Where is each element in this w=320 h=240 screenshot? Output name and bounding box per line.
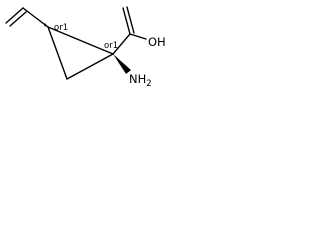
hydroxyl-bond: [129, 33, 147, 40]
amino-label: NH2: [129, 72, 152, 89]
ring-bond-c2-c1: [47, 26, 114, 55]
molecule-diagram: or1 or1 OH NH2: [5, 6, 166, 89]
structure-canvas: or1 or1 OH NH2: [0, 0, 186, 100]
ring-bond-c3-c1: [66, 53, 114, 80]
amino-label-subscript: 2: [146, 79, 151, 89]
c2-wedge-bond: [44, 23, 48, 27]
amino-wedge-bond: [113, 54, 131, 74]
c2-stereo-label: or1: [54, 23, 68, 33]
c1-to-carboxyl-bond: [112, 33, 131, 55]
amino-label-main: NH: [129, 72, 146, 86]
carbonyl-bond-b: [126, 6, 135, 34]
ring-bond-c2-c3: [47, 26, 68, 80]
c1-stereo-label: or1: [104, 41, 118, 51]
vinyl-terminal-bond-double: [9, 11, 27, 27]
vinyl-to-ring-bond: [22, 7, 49, 28]
vinyl-terminal-bond-single: [5, 7, 24, 24]
hydroxyl-label: OH: [148, 35, 166, 49]
carbonyl-bond-a: [122, 7, 131, 35]
